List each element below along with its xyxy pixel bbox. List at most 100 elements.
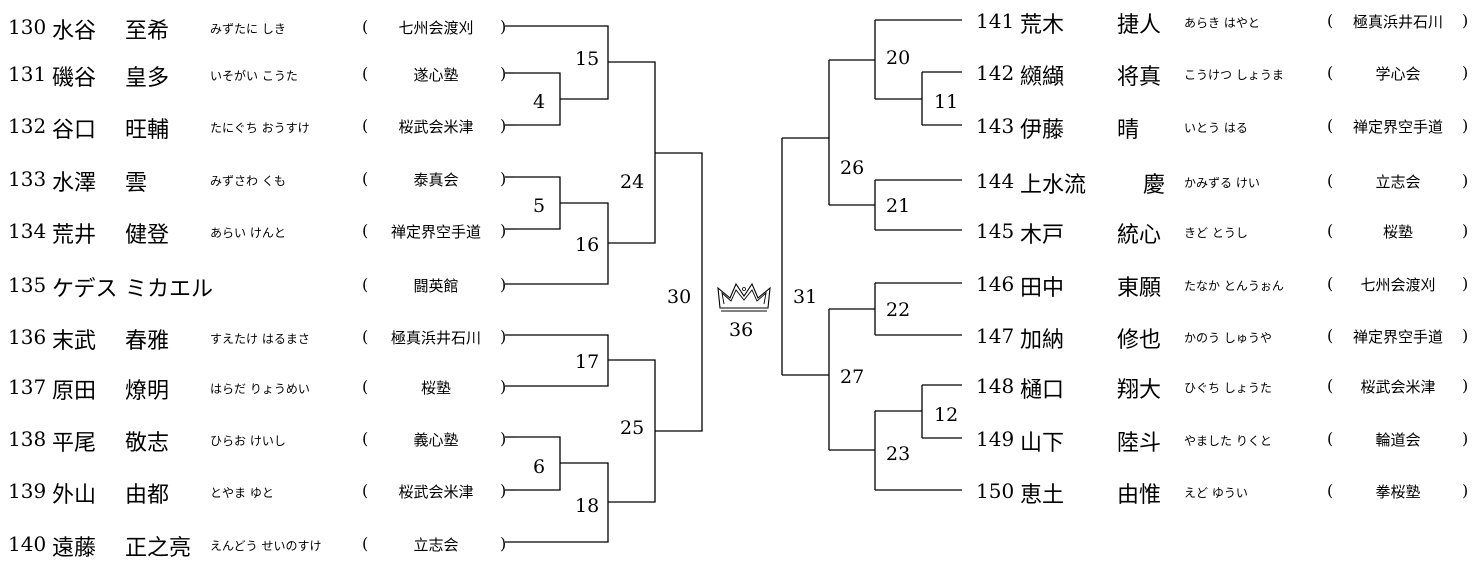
- paren-close: ): [500, 429, 507, 448]
- paren-open: (: [362, 377, 369, 396]
- player-family-name: ケデス: [52, 277, 118, 302]
- player-kana: ひらお けいし: [210, 434, 286, 448]
- player-number: 134: [8, 219, 47, 243]
- player-number: 146: [976, 272, 1015, 296]
- paren-open: (: [362, 221, 369, 240]
- player-dojo: 桜武会米津: [398, 118, 474, 136]
- paren-close: ): [1462, 326, 1469, 345]
- player-number: 132: [8, 114, 47, 138]
- player-number: 142: [976, 61, 1015, 85]
- paren-open: (: [1327, 221, 1334, 240]
- paren-close: ): [1462, 376, 1469, 395]
- paren-open: (: [362, 169, 369, 188]
- player-given-name: 晴: [1117, 118, 1140, 143]
- player-family-name: 田中: [1020, 276, 1065, 301]
- player-number: 133: [8, 167, 47, 191]
- paren-open: (: [1327, 116, 1334, 135]
- player-kana: やました りくと: [1184, 434, 1272, 448]
- player-dojo: 禅定界空手道: [390, 223, 481, 241]
- player-given-name: 翔大: [1117, 378, 1162, 403]
- match-number-15: 15: [575, 48, 600, 70]
- match-number-22: 22: [886, 299, 911, 321]
- match-number-30: 30: [667, 286, 692, 308]
- player-number: 130: [8, 15, 47, 39]
- player-dojo: 学心会: [1375, 65, 1421, 83]
- paren-close: ): [500, 534, 507, 553]
- match-number-18: 18: [575, 495, 600, 517]
- player-given-name: 将真: [1117, 65, 1162, 90]
- player-dojo: 禅定界空手道: [1352, 328, 1443, 346]
- player-dojo: 拳桜塾: [1375, 483, 1421, 501]
- player-kana: すえたけ はるまさ: [210, 332, 310, 346]
- player-family-name: 水澤: [52, 171, 97, 196]
- player-number: 145: [976, 219, 1015, 243]
- match-number-26: 26: [840, 157, 865, 179]
- player-kana: こうけつ しょうま: [1184, 68, 1284, 82]
- player-dojo: 禅定界空手道: [1352, 118, 1443, 136]
- player-number: 139: [8, 479, 47, 503]
- player-family-name: 遠藤: [52, 536, 97, 561]
- paren-open: (: [1327, 429, 1334, 448]
- match-number-24: 24: [620, 171, 645, 193]
- player-family-name: 末武: [52, 329, 97, 354]
- player-kana: はらだ りょうめい: [210, 382, 310, 396]
- player-number: 135: [8, 273, 47, 297]
- crown-icon: [717, 282, 771, 312]
- player-number: 136: [8, 325, 47, 349]
- player-dojo: 泰真会: [413, 171, 459, 189]
- match-number-27: 27: [840, 366, 865, 388]
- player-kana: きど とうし: [1184, 226, 1248, 240]
- paren-open: (: [1327, 63, 1334, 82]
- player-given-name: ミカエル: [125, 277, 214, 302]
- paren-open: (: [1327, 171, 1334, 190]
- match-number-11: 11: [934, 91, 959, 113]
- paren-close: ): [500, 17, 507, 36]
- paren-close: ): [500, 169, 507, 188]
- player-family-name: 原田: [52, 379, 97, 404]
- player-family-name: 伊藤: [1020, 118, 1065, 143]
- player-given-name: 燎明: [125, 379, 170, 404]
- player-kana: いとう はる: [1184, 121, 1248, 135]
- player-family-name: 上水流: [1020, 173, 1087, 198]
- paren-close: ): [1462, 481, 1469, 500]
- match-number-21: 21: [886, 195, 911, 217]
- player-kana: かみずる けい: [1184, 176, 1260, 190]
- player-given-name: 至希: [125, 19, 170, 44]
- paren-close: ): [500, 64, 507, 83]
- paren-close: ): [1462, 11, 1469, 30]
- player-given-name: 雲: [125, 171, 148, 196]
- paren-open: (: [362, 17, 369, 36]
- player-dojo: 遂心塾: [413, 66, 459, 84]
- player-dojo: 桜塾: [420, 379, 451, 397]
- player-dojo: 立志会: [413, 536, 459, 554]
- player-dojo: 七州会渡刈: [398, 19, 474, 37]
- player-given-name: 正之亮: [125, 536, 192, 561]
- paren-open: (: [362, 64, 369, 83]
- player-kana: えど ゆうい: [1184, 486, 1248, 500]
- player-given-name: 由都: [125, 483, 170, 508]
- player-given-name: 由惟: [1117, 483, 1162, 508]
- player-family-name: 加納: [1020, 328, 1065, 353]
- match-number-12: 12: [934, 404, 959, 426]
- player-family-name: 恵土: [1020, 483, 1065, 508]
- player-given-name: 慶: [1143, 173, 1166, 198]
- player-given-name: 修也: [1117, 328, 1162, 353]
- player-kana: みずたに しき: [210, 22, 286, 36]
- player-number: 150: [976, 479, 1015, 503]
- match-number-6: 6: [533, 456, 546, 478]
- player-number: 141: [976, 9, 1015, 33]
- player-kana: たなか とんうぉん: [1184, 279, 1284, 293]
